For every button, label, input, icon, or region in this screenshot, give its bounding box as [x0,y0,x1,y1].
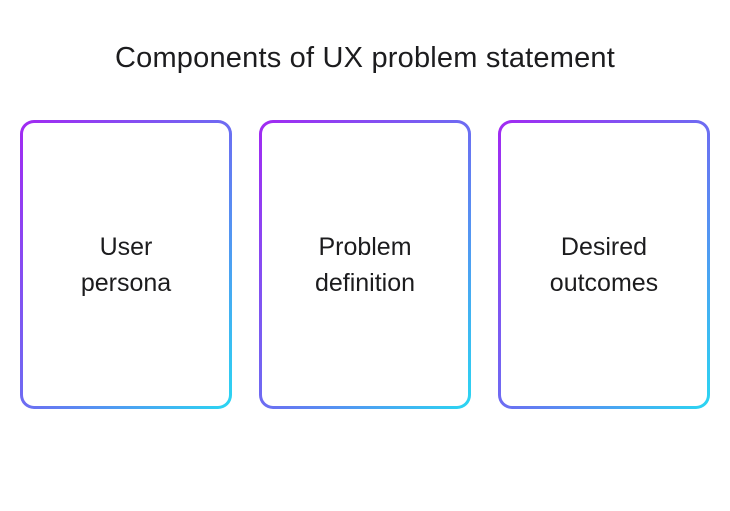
card-desired-outcomes-label: Desired outcomes [549,232,659,297]
card-desired-outcomes: Desired outcomes [498,120,710,409]
card-user-persona: User persona [20,120,232,409]
cards-row: User persona Problem definition Desired … [0,120,730,409]
card-problem-definition-body: Problem definition [262,123,468,406]
card-user-persona-label: User persona [80,232,172,297]
card-user-persona-body: User persona [23,123,229,406]
diagram-page: Components of UX problem statement User … [0,40,730,511]
page-title: Components of UX problem statement [114,42,616,74]
card-problem-definition-label: Problem definition [314,232,416,297]
card-problem-definition: Problem definition [259,120,471,409]
card-desired-outcomes-body: Desired outcomes [501,123,707,406]
